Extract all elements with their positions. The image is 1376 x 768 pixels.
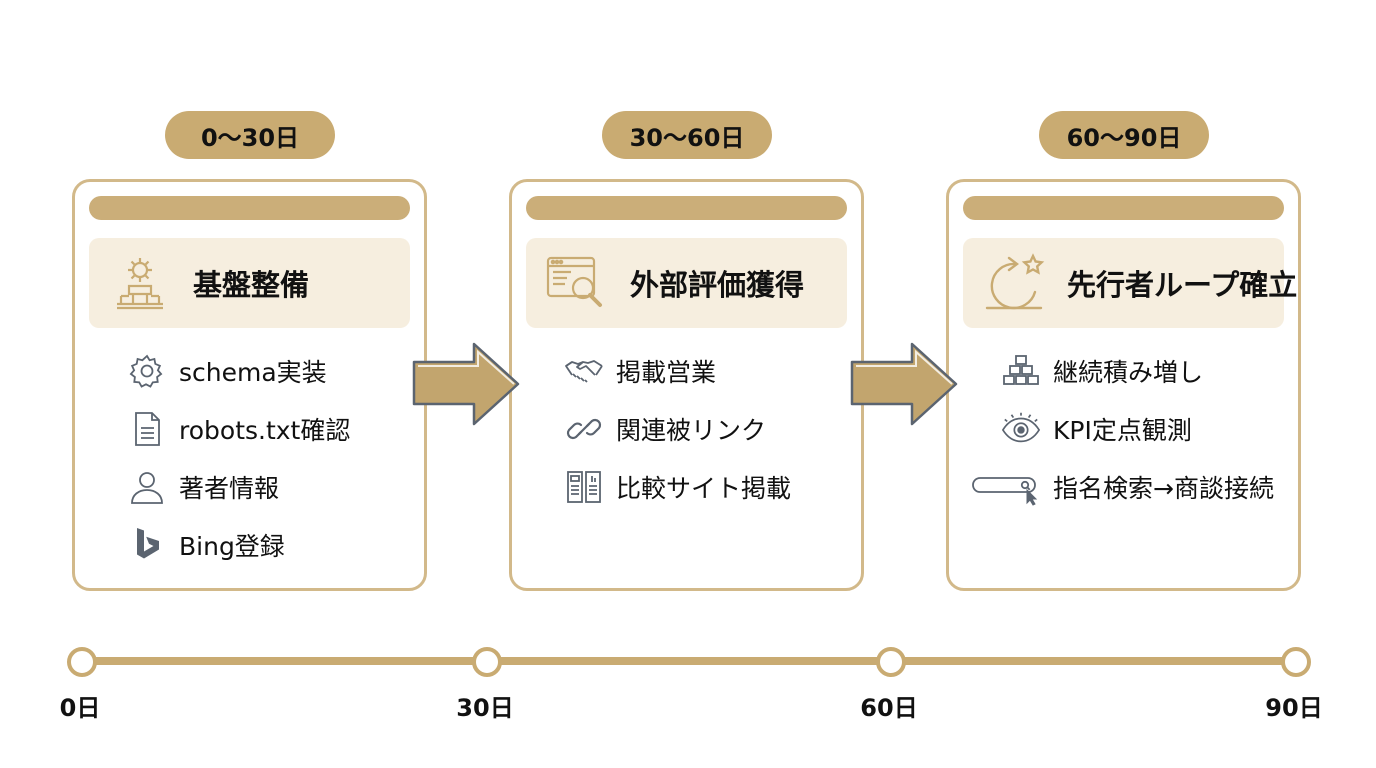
loop-star-icon	[985, 253, 1045, 310]
timeline-marker	[67, 647, 97, 677]
phase-title: 先行者ループ確立	[1067, 268, 1298, 302]
phase-header: 外部評価獲得	[526, 238, 847, 328]
browser-search-icon	[546, 256, 602, 307]
list-item: 掲載営業	[564, 342, 851, 400]
phase-item-list: schema実装 robots.txt確認 著者情報	[127, 342, 414, 574]
timeline-label: 60日	[860, 694, 918, 722]
item-label: 著者情報	[179, 474, 280, 503]
foundation-gear-icon	[117, 258, 163, 310]
card-top-bar	[89, 196, 410, 220]
gear-icon	[127, 351, 167, 391]
list-item: 関連被リンク	[564, 400, 851, 458]
phase-title: 基盤整備	[193, 268, 310, 302]
item-label: 継続積み増し	[1053, 358, 1204, 387]
period-pill-1: 0〜30日	[165, 111, 335, 159]
timeline-line	[80, 657, 1295, 665]
phase-card-external-evaluation: 外部評価獲得 掲載営業 関連被	[509, 179, 864, 591]
comparison-columns-icon	[564, 467, 604, 507]
list-item: 継続積み増し	[1001, 342, 1288, 400]
period-pill-3: 60〜90日	[1039, 111, 1209, 159]
phase-header: 先行者ループ確立	[963, 238, 1297, 328]
list-item: Bing登録	[127, 516, 414, 574]
arrow-right-icon	[412, 342, 520, 426]
period-pill-2: 30〜60日	[602, 111, 772, 159]
item-label: schema実装	[179, 358, 327, 387]
list-item: 著者情報	[127, 458, 414, 516]
phase-header: 基盤整備	[89, 238, 410, 328]
item-label: KPI定点観測	[1053, 416, 1192, 445]
phase-card-first-mover-loop: 先行者ループ確立 継続積み増し	[946, 179, 1301, 591]
phase-item-list: 掲載営業 関連被リンク 比較サイ	[564, 342, 851, 516]
item-label: 掲載営業	[616, 358, 717, 387]
eye-icon	[1001, 409, 1041, 449]
item-label: 指名検索→商談接続	[1053, 474, 1274, 503]
arrow-right-icon	[850, 342, 958, 426]
timeline-marker	[876, 647, 906, 677]
phase-title: 外部評価獲得	[630, 268, 805, 302]
timeline-label: 90日	[1265, 694, 1323, 722]
item-label: 比較サイト掲載	[616, 474, 792, 503]
list-item: schema実装	[127, 342, 414, 400]
timeline-label: 0日	[59, 694, 101, 722]
search-bar-cursor-icon	[971, 467, 1041, 507]
item-label: Bing登録	[179, 532, 285, 561]
bing-logo-icon	[127, 525, 167, 565]
list-item: 指名検索→商談接続	[972, 458, 1288, 516]
link-icon	[564, 409, 604, 449]
list-item: KPI定点観測	[1001, 400, 1288, 458]
card-top-bar	[963, 196, 1284, 220]
timeline-marker	[472, 647, 502, 677]
handshake-icon	[564, 351, 604, 391]
list-item: robots.txt確認	[127, 400, 414, 458]
person-icon	[127, 467, 167, 507]
phase-item-list: 継続積み増し KPI定点観測 指	[972, 342, 1288, 516]
phase-card-foundation: 基盤整備 schema実装 robots.txt確認	[72, 179, 427, 591]
list-item: 比較サイト掲載	[564, 458, 851, 516]
document-icon	[127, 409, 167, 449]
timeline-marker	[1281, 647, 1311, 677]
stacked-blocks-icon	[1001, 351, 1041, 391]
item-label: 関連被リンク	[616, 416, 767, 445]
timeline-label: 30日	[456, 694, 514, 722]
card-top-bar	[526, 196, 847, 220]
item-label: robots.txt確認	[179, 416, 351, 445]
